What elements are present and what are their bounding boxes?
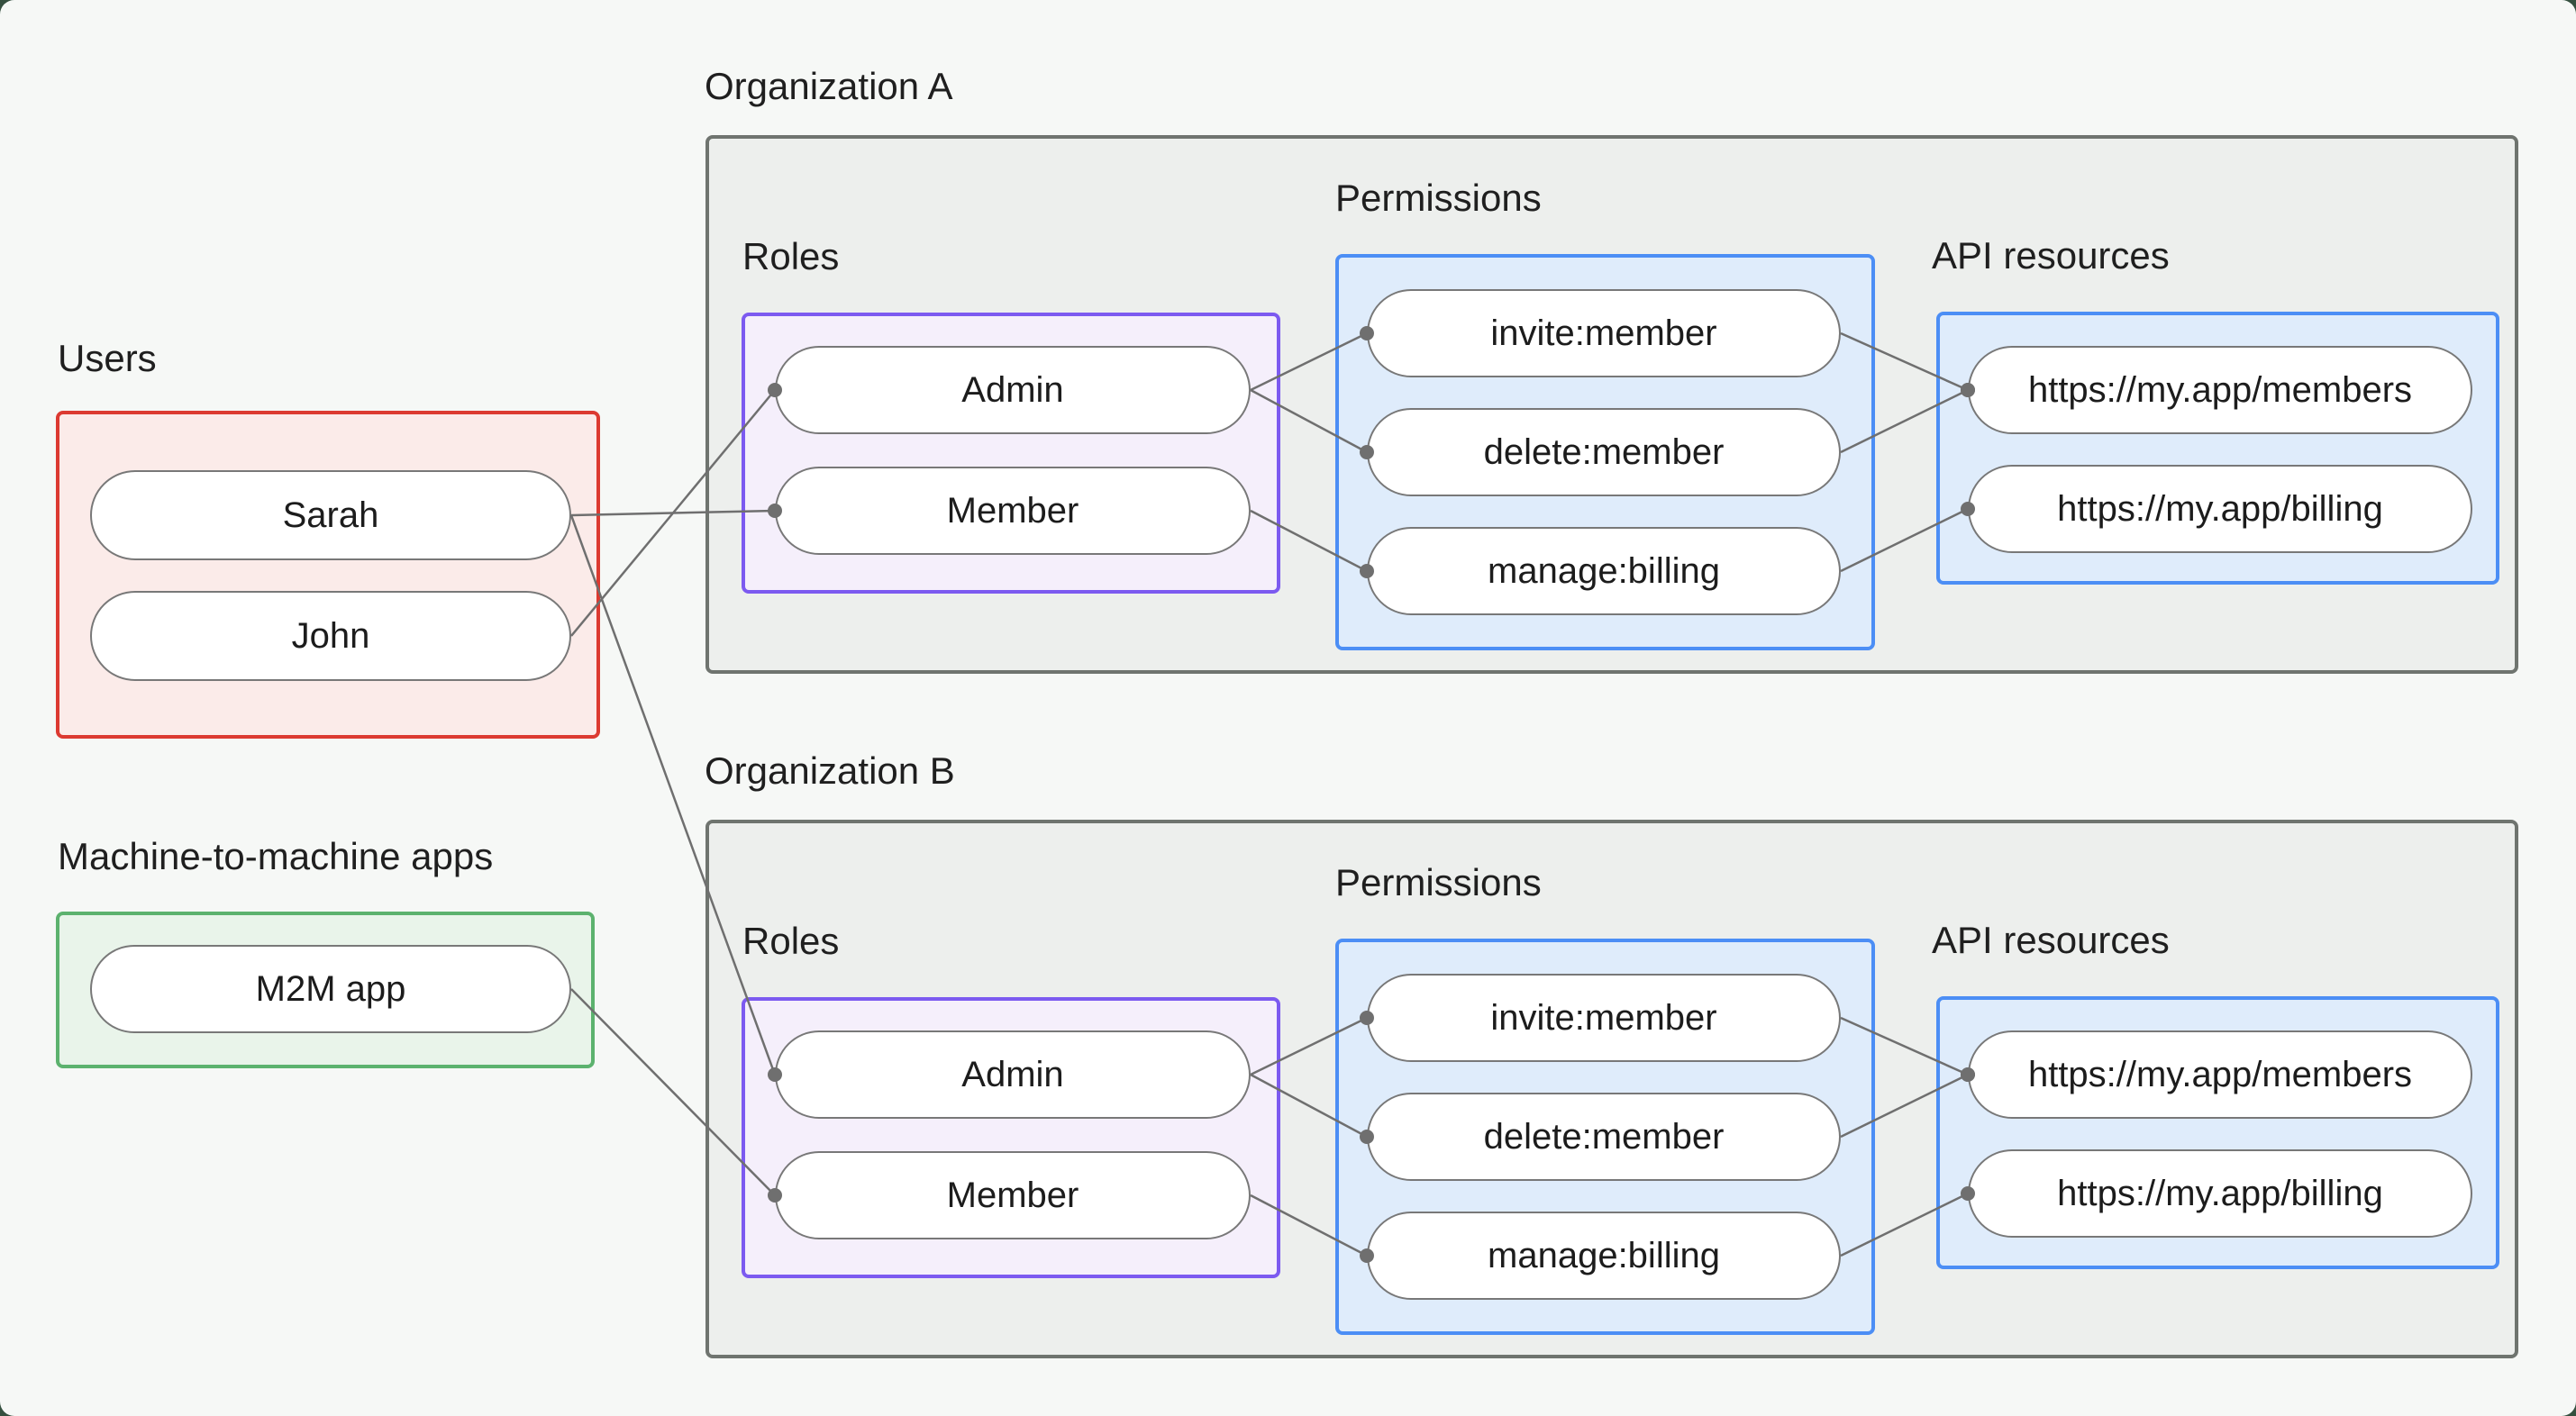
node-org-a-member-label: Member xyxy=(946,490,1079,531)
org-a-permissions-label: Permissions xyxy=(1335,177,1542,219)
org-a-permissions-box: invite:member delete:member manage:billi… xyxy=(1335,254,1875,650)
node-org-b-member: Member xyxy=(775,1151,1251,1239)
node-org-a-api-billing-label: https://my.app/billing xyxy=(2057,488,2383,529)
org-b-label: Organization B xyxy=(705,749,955,792)
users-group-box: Sarah John xyxy=(56,411,600,739)
node-org-b-member-label: Member xyxy=(946,1175,1079,1215)
org-b-roles-box: Admin Member xyxy=(742,997,1280,1278)
org-a-api-box: https://my.app/members https://my.app/bi… xyxy=(1936,312,2499,585)
node-sarah: Sarah xyxy=(90,470,571,560)
org-a-label: Organization A xyxy=(705,65,953,107)
node-org-a-delete-member-label: delete:member xyxy=(1483,431,1725,472)
org-b-permissions-label: Permissions xyxy=(1335,861,1542,903)
node-org-b-manage-billing: manage:billing xyxy=(1367,1212,1841,1300)
node-m2m-app-label: M2M app xyxy=(255,968,406,1009)
node-john: John xyxy=(90,591,571,681)
node-org-a-api-members-label: https://my.app/members xyxy=(2027,369,2413,410)
node-org-a-admin-label: Admin xyxy=(961,369,1064,410)
node-sarah-label: Sarah xyxy=(282,495,379,535)
m2m-group-box: M2M app xyxy=(56,912,595,1068)
m2m-group-label: Machine-to-machine apps xyxy=(58,835,494,877)
org-b-roles-label: Roles xyxy=(742,920,840,962)
org-a-roles-box: Admin Member xyxy=(742,313,1280,594)
node-org-b-delete-member-label: delete:member xyxy=(1483,1116,1725,1157)
users-group-label: Users xyxy=(58,337,157,379)
node-org-b-admin: Admin xyxy=(775,1030,1251,1119)
node-org-b-api-members: https://my.app/members xyxy=(1968,1030,2472,1119)
node-m2m-app: M2M app xyxy=(90,945,571,1033)
node-org-a-api-billing: https://my.app/billing xyxy=(1968,465,2472,553)
node-org-a-member: Member xyxy=(775,467,1251,555)
node-org-b-invite-member-label: invite:member xyxy=(1490,997,1717,1038)
org-a-box: Roles Admin Member Permissions invite:me… xyxy=(705,135,2518,674)
node-org-b-api-billing-label: https://my.app/billing xyxy=(2057,1173,2383,1213)
org-b-permissions-box: invite:member delete:member manage:billi… xyxy=(1335,939,1875,1335)
node-org-b-api-members-label: https://my.app/members xyxy=(2027,1054,2413,1094)
node-org-a-manage-billing-label: manage:billing xyxy=(1488,550,1720,591)
org-b-api-label: API resources xyxy=(1932,919,2170,961)
org-b-api-box: https://my.app/members https://my.app/bi… xyxy=(1936,996,2499,1269)
node-org-a-api-members: https://my.app/members xyxy=(1968,346,2472,434)
org-b-box: Roles Admin Member Permissions invite:me… xyxy=(705,820,2518,1358)
node-org-a-admin: Admin xyxy=(775,346,1251,434)
node-org-a-delete-member: delete:member xyxy=(1367,408,1841,496)
org-a-api-label: API resources xyxy=(1932,234,2170,277)
node-org-a-invite-member-label: invite:member xyxy=(1490,313,1717,353)
node-org-b-invite-member: invite:member xyxy=(1367,974,1841,1062)
node-org-a-manage-billing: manage:billing xyxy=(1367,527,1841,615)
node-org-b-admin-label: Admin xyxy=(961,1054,1064,1094)
node-org-b-delete-member: delete:member xyxy=(1367,1093,1841,1181)
org-a-roles-label: Roles xyxy=(742,235,840,277)
node-org-b-manage-billing-label: manage:billing xyxy=(1488,1235,1720,1275)
node-john-label: John xyxy=(291,615,370,656)
node-org-a-invite-member: invite:member xyxy=(1367,289,1841,377)
node-org-b-api-billing: https://my.app/billing xyxy=(1968,1149,2472,1238)
